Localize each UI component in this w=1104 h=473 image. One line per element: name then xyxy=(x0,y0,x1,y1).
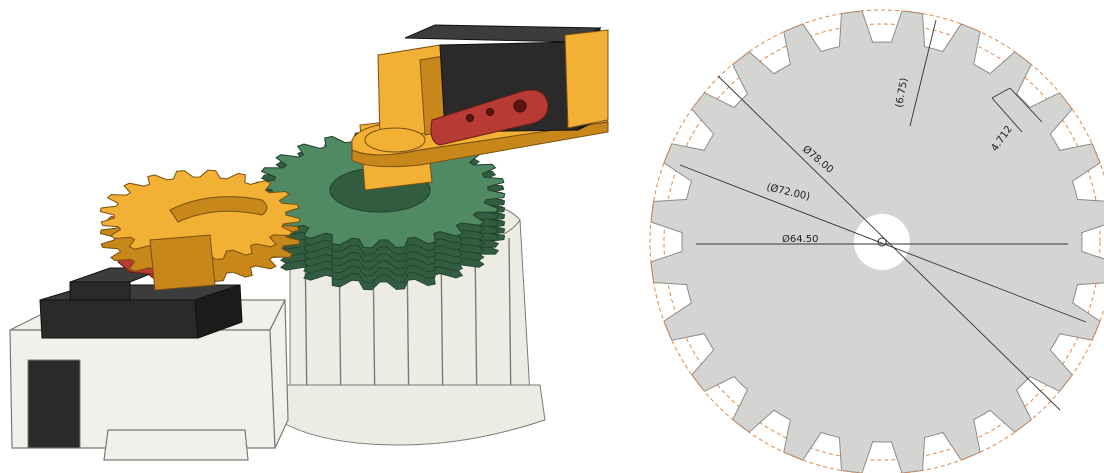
tooth-width-line-a xyxy=(991,97,1023,133)
servo-horn-upper xyxy=(430,89,549,146)
green-gear xyxy=(254,131,506,291)
root-diameter-label: Ø64.50 xyxy=(782,233,819,245)
tooth-width-cap xyxy=(991,87,1011,99)
gold-gear xyxy=(99,169,301,291)
assembly-render xyxy=(9,24,609,461)
pitch-diameter-line xyxy=(679,164,1087,323)
outer-diameter-line xyxy=(717,75,1061,411)
gear-drawing: Ø64.50 (Ø72.00) Ø78.00 (6.75) 4.712 xyxy=(649,9,1104,473)
tooth-height-label: (6.75) xyxy=(894,77,910,109)
center-bore xyxy=(854,214,910,270)
dimension-lines xyxy=(679,19,1087,411)
tooth-height-line xyxy=(909,19,937,127)
housing-rib xyxy=(508,237,512,412)
tooth-width-line-b xyxy=(1009,87,1043,123)
outer-circle xyxy=(649,9,1104,473)
pitch-circle xyxy=(663,23,1101,461)
